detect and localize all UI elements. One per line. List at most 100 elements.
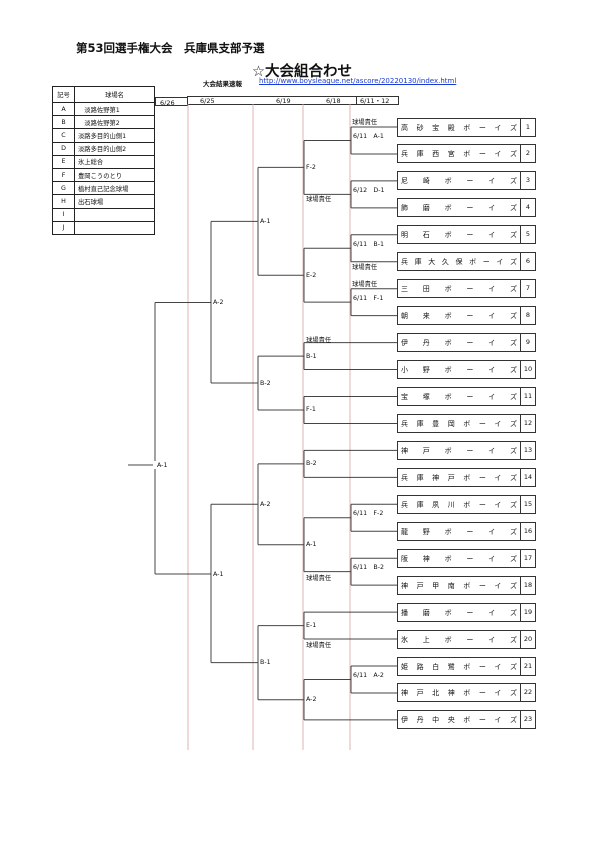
team-name: 神戸甲南ボーイズ (401, 581, 517, 590)
team-name: 尼崎ボーイズ (401, 177, 517, 186)
team-number: 23 (520, 711, 535, 729)
page-title: ☆大会組合わせ (252, 64, 352, 80)
match-label: F-2 (306, 163, 316, 171)
results-link[interactable]: http://www.boysleague.net/ascore/2022013… (259, 77, 457, 85)
tournament-title: 第53回選手権大会 兵庫県支部予選 (76, 41, 265, 55)
team-name: 播磨ボーイズ (401, 608, 517, 617)
team-number: 6 (520, 253, 535, 271)
date-label: 6/18 (326, 97, 341, 105)
date-label: 6/25 (200, 97, 215, 105)
match-label: F-1 (306, 406, 316, 414)
team-name: 伊丹ボーイズ (401, 339, 517, 348)
match-label: 6/11 B-2 (353, 564, 385, 572)
team-number: 5 (520, 226, 535, 244)
team-number: 1 (520, 118, 535, 136)
match-label: A-1 (260, 217, 271, 225)
team-name: 明石ボーイズ (401, 231, 517, 240)
team-name: 朝来ボーイズ (401, 312, 517, 321)
match-label: A-2 (306, 696, 317, 704)
host-responsibility-note: 球場責任 (352, 280, 378, 288)
match-label: B-1 (306, 352, 317, 360)
team-name: 飾磨ボーイズ (401, 204, 517, 213)
team-name: 兵庫豊岡ボーイズ (401, 419, 517, 428)
match-label: E-1 (306, 622, 317, 630)
team-name: 小野ボーイズ (401, 366, 517, 375)
host-responsibility-note: 球場責任 (306, 195, 332, 203)
host-responsibility-note: 球場責任 (306, 336, 332, 344)
host-responsibility-note: 球場責任 (352, 118, 378, 126)
venue-name (74, 220, 155, 235)
host-responsibility-note: 球場責任 (306, 641, 332, 649)
match-label: 6/11 A-1 (353, 132, 384, 140)
match-label: B-1 (260, 659, 271, 667)
team-name: 神戸ボーイズ (401, 446, 517, 455)
date-header: 6/25 6/19 6/18 6/11・12 (187, 96, 399, 105)
match-label: 6/11 A-2 (353, 671, 384, 679)
team-name: 神戸北神ボーイズ (401, 689, 517, 698)
team-name: 宝塚ボーイズ (401, 393, 517, 401)
match-label: 6/11 F-2 (353, 510, 384, 518)
match-label: 6/11 B-1 (353, 240, 385, 248)
team-name: 高砂宝殿ボーイズ (401, 123, 517, 132)
team-number: 16 (520, 522, 535, 540)
team-name: 氷上ボーイズ (401, 635, 517, 644)
team-name: 兵庫西宮ボーイズ (401, 150, 517, 159)
final-label: A-1 (157, 461, 168, 469)
team-number: 11 (520, 388, 535, 405)
team-name: 伊丹中央ボーイズ (401, 716, 517, 725)
venue-name: 淡路佐野第1 (74, 101, 155, 117)
team-number: 20 (520, 630, 535, 648)
team-number: 3 (520, 172, 535, 190)
team-number: 13 (520, 441, 535, 459)
team-number: 21 (520, 657, 535, 675)
results-label: 大会結果速報 (203, 80, 242, 88)
team-name: 三田ボーイズ (401, 285, 517, 294)
date-label: 6/26 (160, 99, 175, 107)
match-label: 6/12 D-1 (353, 186, 385, 194)
team-number: 18 (520, 576, 535, 594)
team-number: 12 (520, 414, 535, 432)
host-responsibility-note: 球場責任 (352, 263, 378, 271)
match-label: A-1 (306, 541, 317, 549)
team-name: 阪神ボーイズ (401, 554, 517, 563)
match-label: A-2 (213, 299, 224, 306)
match-label: E-2 (306, 271, 317, 279)
match-label: B-2 (260, 379, 271, 387)
match-label: 6/11 F-1 (353, 294, 384, 302)
team-number: 9 (520, 334, 535, 352)
team-number: 7 (520, 280, 535, 298)
team-name: 龍野ボーイズ (401, 527, 517, 536)
team-number: 4 (520, 199, 535, 217)
team-number: 8 (520, 307, 535, 325)
match-label: A-1 (213, 570, 224, 578)
team-number: 17 (520, 549, 535, 567)
team-number: 2 (520, 145, 535, 163)
divider (356, 96, 358, 105)
team-number: 15 (520, 495, 535, 513)
host-responsibility-note: 球場責任 (306, 574, 332, 582)
date-label: 6/11・12 (360, 97, 390, 105)
